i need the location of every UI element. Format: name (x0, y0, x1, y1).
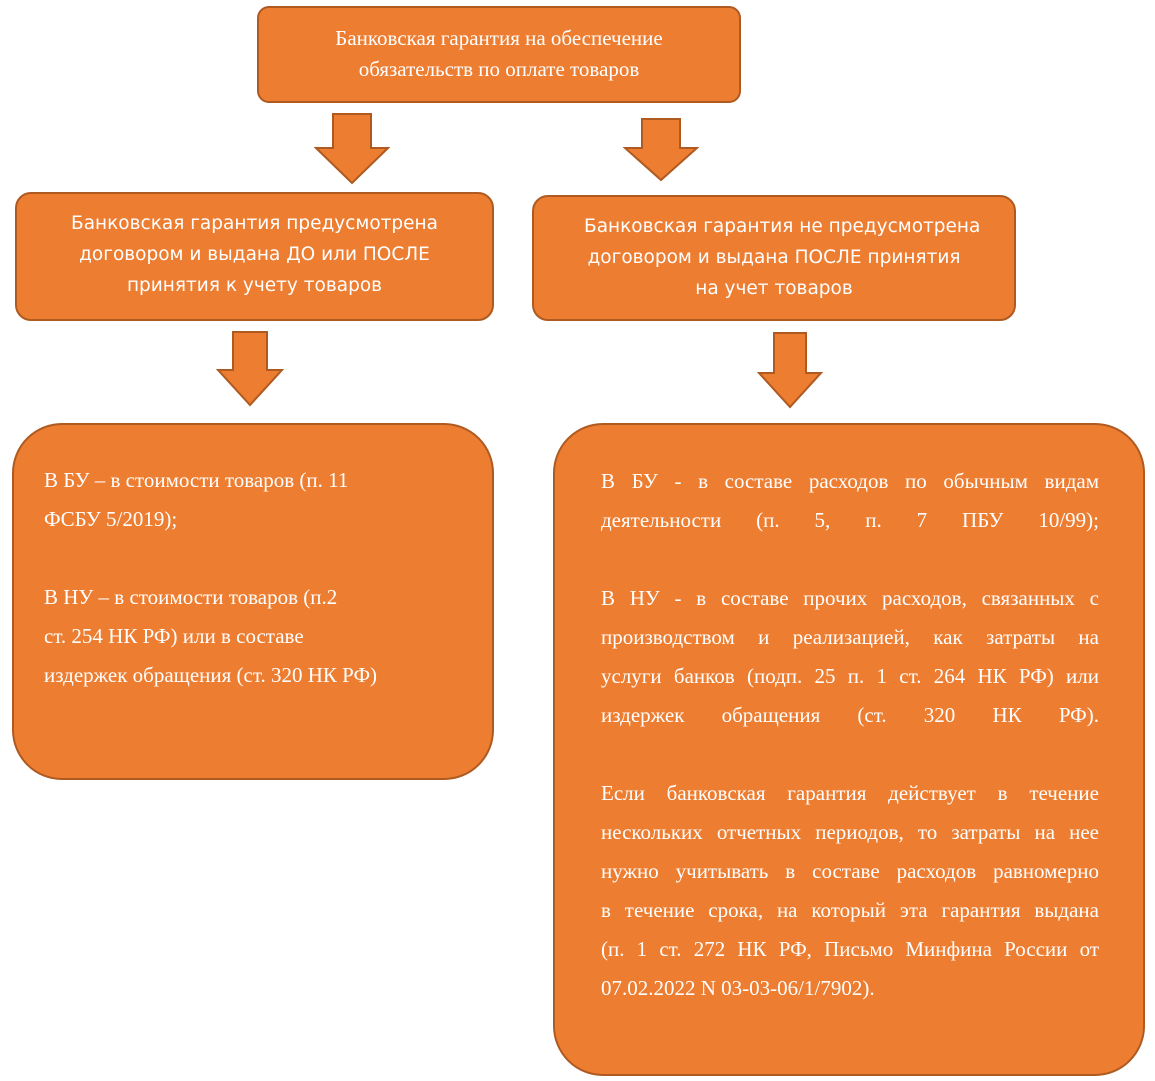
nu-paragraph: В НУ - в составе прочих расходов, связан… (601, 579, 1099, 735)
bu-paragraph: В БУ - в составе расходов по обычным вид… (601, 462, 1099, 540)
text-line: издержек обращения (ст. 320 НК РФ) (44, 663, 378, 687)
text-line: 07.02.2022 N 03-03-06/1/7902). (601, 976, 875, 1000)
node-guarantee-in-contract: Банковская гарантия предусмотрена догово… (15, 192, 494, 321)
text-line: услуги банков (подп. 25 п. 1 ст. 264 НК … (601, 664, 1099, 688)
bu-paragraph: В БУ – в стоимости товаров (п. 11 ФСБУ 5… (44, 461, 472, 539)
text-line: издержек обращения (ст. 320 НК РФ). (601, 703, 1099, 727)
root-node-line-2: обязательств по оплате товаров (358, 57, 640, 81)
text-line: В НУ - в составе прочих расходов, связан… (601, 586, 1099, 610)
arrow-down-icon (623, 118, 699, 182)
text-line: нужно учитывать в составе расходов равно… (601, 859, 1099, 883)
text-line: (п. 1 ст. 272 НК РФ, Письмо Минфина Росс… (601, 937, 1099, 961)
text-line: ФСБУ 5/2019); (44, 507, 178, 531)
root-node-line-1: Банковская гарантия на обеспечение (335, 26, 663, 50)
node-left-accounting-details: В БУ – в стоимости товаров (п. 11 ФСБУ 5… (12, 423, 494, 780)
node-right-accounting-details: В БУ - в составе расходов по обычным вид… (553, 423, 1145, 1076)
node-line-3: на учет товаров (695, 278, 853, 299)
node-line-1: Банковская гарантия не предусмотрена (584, 216, 981, 237)
node-line-2: договором и выдана ДО или ПОСЛЕ (79, 244, 430, 265)
text-line: деятельности (п. 5, п. 7 ПБУ 10/99); (601, 508, 1099, 532)
nu-paragraph: В НУ – в стоимости товаров (п.2 ст. 254 … (44, 578, 472, 695)
text-line: производством и реализацией, как затраты… (601, 625, 1099, 649)
text-line: Если банковская гарантия действует в теч… (601, 781, 1099, 805)
node-line-3: принятия к учету товаров (126, 275, 383, 296)
node-line-2: договором и выдана ПОСЛЕ принятия (587, 247, 961, 268)
node-guarantee-not-in-contract: Банковская гарантия не предусмотрена дог… (532, 195, 1016, 321)
text-line: В БУ - в составе расходов по обычным вид… (601, 469, 1099, 493)
root-node-bank-guarantee: Банковская гарантия на обеспечение обяза… (257, 6, 741, 103)
arrow-down-icon (757, 332, 823, 409)
text-line: ст. 254 НК РФ) или в составе (44, 624, 304, 648)
node-line-1: Банковская гарантия предусмотрена (71, 213, 438, 234)
period-paragraph: Если банковская гарантия действует в теч… (601, 774, 1099, 1008)
text-line: В НУ – в стоимости товаров (п.2 (44, 585, 338, 609)
text-line: в течение срока, на который эта гарантия… (601, 898, 1099, 922)
text-line: В БУ – в стоимости товаров (п. 11 (44, 468, 349, 492)
arrow-down-icon (314, 113, 390, 185)
arrow-down-icon (216, 331, 284, 407)
text-line: нескольких отчетных периодов, то затраты… (601, 820, 1099, 844)
